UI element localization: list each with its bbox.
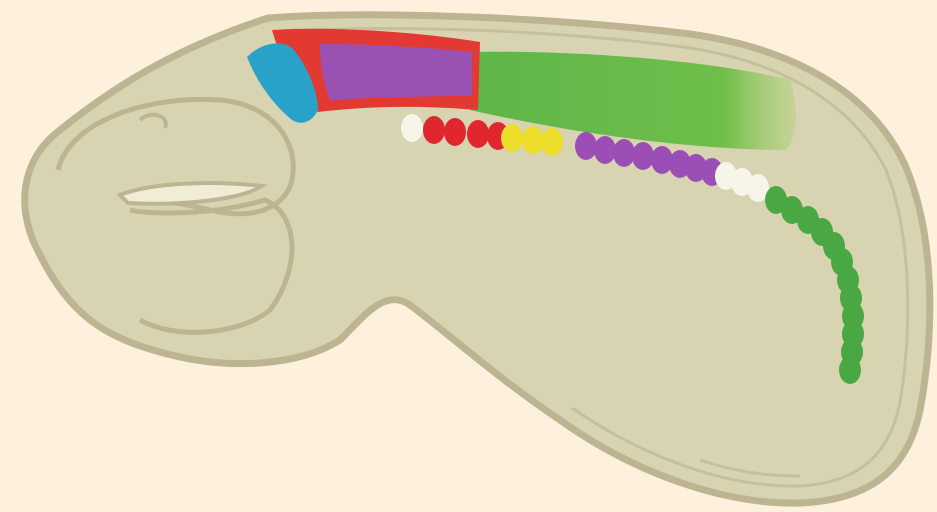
- yellow-somite: [522, 126, 544, 154]
- purple-somite: [575, 132, 597, 160]
- red-somite: [423, 116, 445, 144]
- white-somite: [401, 114, 423, 142]
- purple-somite: [594, 136, 616, 164]
- green-somite: [839, 356, 861, 384]
- purple-somite: [632, 142, 654, 170]
- red-somite: [444, 118, 466, 146]
- yellow-somite: [501, 124, 523, 152]
- red-somite: [467, 120, 489, 148]
- purple-somite: [613, 139, 635, 167]
- purple-region: [320, 44, 472, 100]
- yellow-somite: [541, 128, 563, 156]
